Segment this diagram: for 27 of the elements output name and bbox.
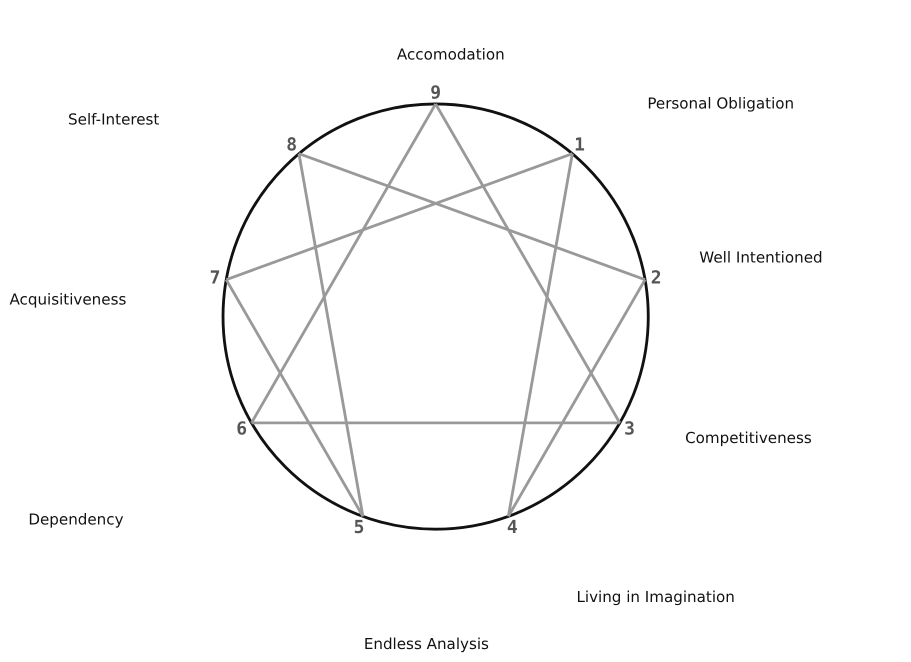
point-number: 8 bbox=[282, 134, 302, 156]
trait-label: Endless Analysis bbox=[364, 635, 489, 653]
connector-line bbox=[298, 153, 364, 517]
trait-label: Self-Interest bbox=[68, 110, 160, 129]
connector-line bbox=[506, 153, 574, 517]
trait-label: Living in Imagination bbox=[576, 588, 735, 606]
point-number: 4 bbox=[502, 516, 522, 538]
trait-label: Dependency bbox=[28, 510, 124, 528]
point-number: 9 bbox=[426, 82, 446, 103]
connector-line bbox=[225, 278, 364, 518]
point-number: 5 bbox=[350, 516, 368, 538]
point-number: 1 bbox=[570, 134, 590, 156]
trait-label: Well Intentioned bbox=[699, 248, 823, 266]
connector-line bbox=[434, 103, 622, 424]
trait-label: Personal Obligation bbox=[647, 94, 794, 112]
point-number: 6 bbox=[232, 418, 252, 439]
point-number: 2 bbox=[646, 267, 666, 288]
connector-line bbox=[252, 421, 620, 424]
connector-line bbox=[250, 103, 437, 424]
trait-label: Competitiveness bbox=[685, 429, 812, 447]
trait-label: Accomodation bbox=[396, 45, 505, 64]
trait-label: Acquisitiveness bbox=[9, 290, 126, 308]
connector-line bbox=[226, 152, 573, 281]
connector-line bbox=[298, 152, 646, 281]
connector-line bbox=[507, 278, 646, 518]
point-number: 3 bbox=[620, 418, 640, 439]
point-number: 7 bbox=[206, 267, 225, 288]
